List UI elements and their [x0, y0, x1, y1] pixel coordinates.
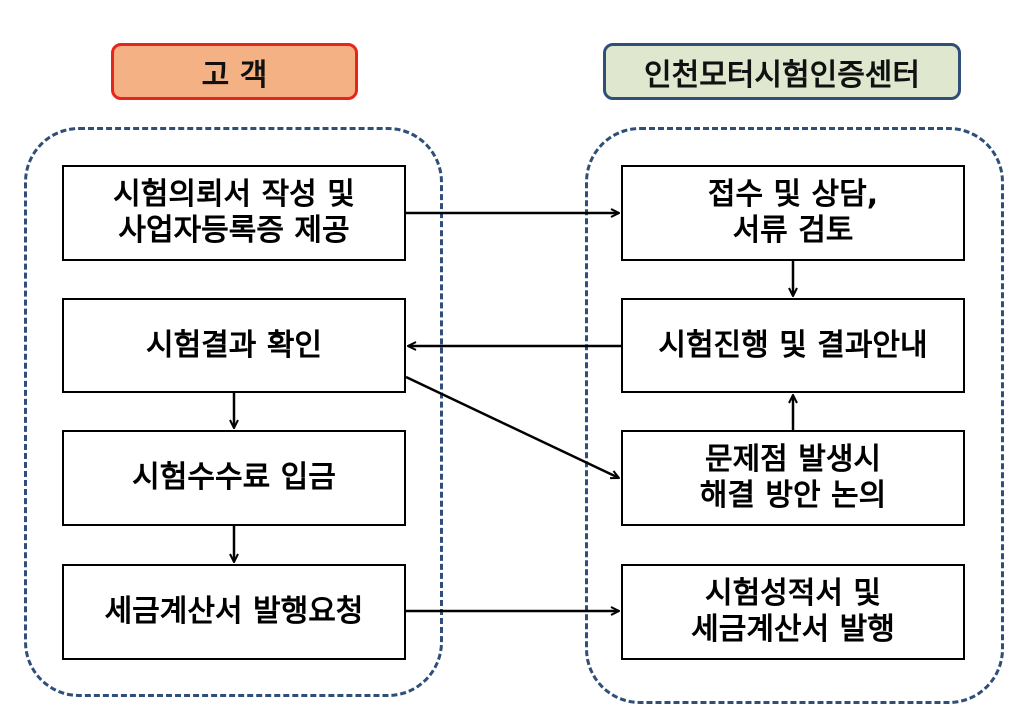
step-report-issuance: 시험성적서 및 세금계산서 발행	[621, 564, 965, 660]
step-fee-payment: 시험수수료 입금	[62, 430, 406, 526]
step-text-line: 시험결과 확인	[145, 327, 323, 363]
customer-header: 고 객	[111, 43, 358, 100]
step-invoice-request: 세금계산서 발행요청	[62, 564, 406, 660]
step-text-line: 세금계산서 발행요청	[104, 594, 364, 629]
customer-group-frame	[24, 127, 443, 697]
step-text-line: 시험수수료 입금	[132, 460, 336, 495]
step-text-line: 문제점 발생시	[704, 442, 882, 477]
step-text-line: 해결 방안 논의	[699, 478, 887, 513]
step-text-line: 사업자등록증 제공	[118, 213, 350, 248]
step-result-confirmation: 시험결과 확인	[62, 298, 406, 393]
step-text-line: 시험성적서 및	[704, 576, 882, 611]
center-group-frame	[585, 127, 1004, 704]
step-test-progress: 시험진행 및 결과안내	[621, 298, 965, 393]
step-request-submission: 시험의뢰서 작성 및 사업자등록증 제공	[62, 165, 406, 261]
center-header: 인천모터시험인증센터	[603, 43, 961, 100]
step-text-line: 서류 검토	[732, 213, 854, 248]
step-text-line: 접수 및 상담,	[707, 177, 879, 212]
step-reception-review: 접수 및 상담, 서류 검토	[621, 165, 965, 261]
arrow-result-to-issue	[405, 375, 619, 478]
step-text-line: 시험진행 및 결과안내	[658, 327, 928, 363]
step-issue-discussion: 문제점 발생시 해결 방안 논의	[621, 430, 965, 526]
step-text-line: 시험의뢰서 작성 및	[113, 177, 355, 212]
step-text-line: 세금계산서 발행	[691, 612, 895, 647]
